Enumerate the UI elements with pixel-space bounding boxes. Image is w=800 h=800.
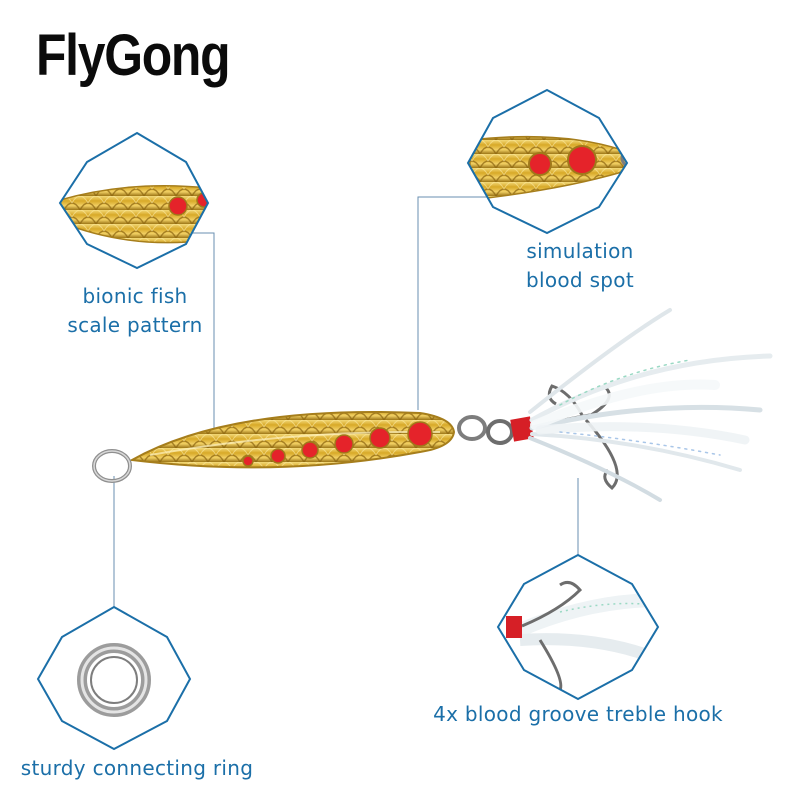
hexagon-blood-spot-detail: [466, 88, 629, 235]
callout-scale-pattern: bionic fish scale pattern: [60, 282, 210, 340]
lure-body: [128, 411, 456, 469]
callout-blood-line2: blood spot: [526, 268, 634, 292]
brand-logo: FlyGong: [36, 23, 231, 88]
callout-blood-line1: simulation: [526, 239, 634, 263]
hexagon-scale-detail: [58, 131, 210, 270]
hexagon-hook-detail: [496, 553, 660, 701]
callout-treble-hook: 4x blood groove treble hook: [433, 702, 723, 726]
front-split-ring: [92, 449, 132, 483]
callout-scale-line2: scale pattern: [67, 313, 203, 337]
rear-split-ring: [457, 415, 514, 445]
callout-blood-spot: simulation blood spot: [510, 237, 650, 295]
blood-spots: [242, 421, 433, 467]
callout-connecting-ring: sturdy connecting ring: [20, 756, 254, 780]
hexagon-ring-detail: [36, 605, 192, 751]
feather-skirt: [528, 308, 773, 502]
callout-connectors: [113, 196, 579, 607]
callout-scale-line1: bionic fish: [82, 284, 188, 308]
